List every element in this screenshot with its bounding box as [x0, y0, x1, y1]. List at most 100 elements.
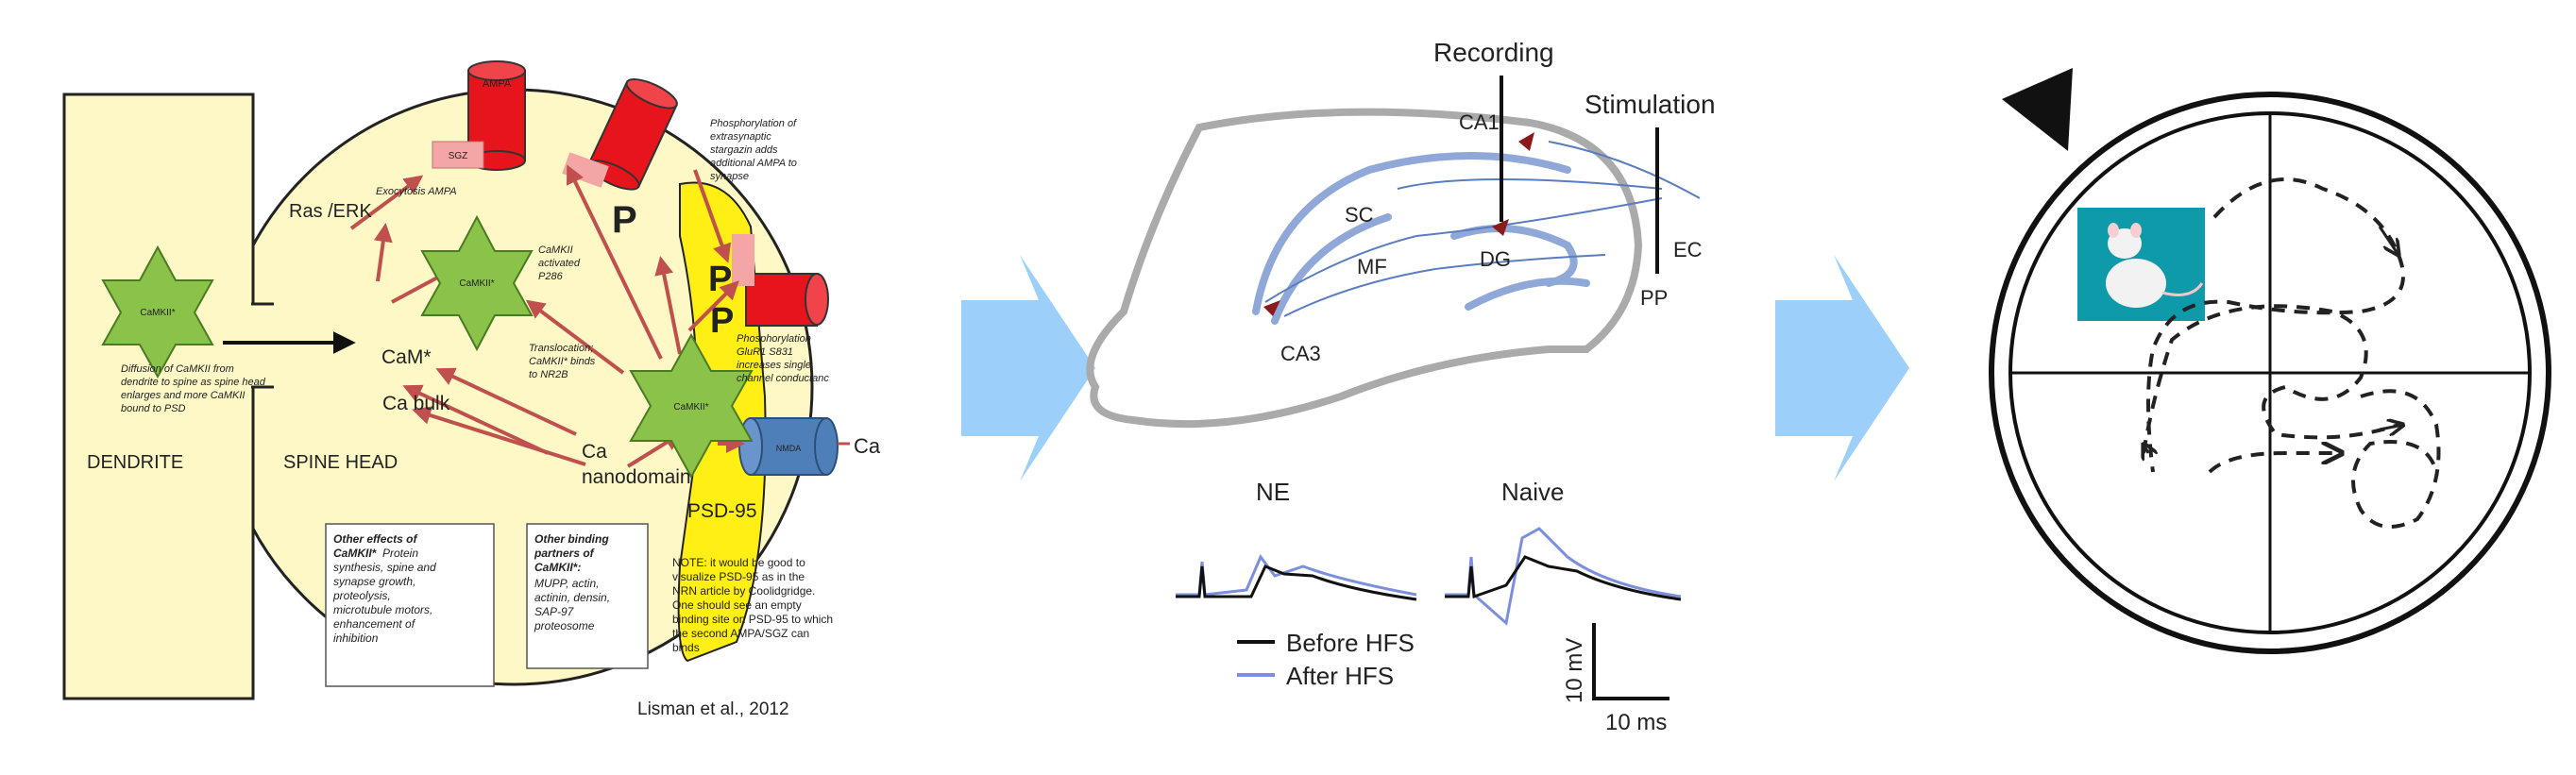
flow-arrow-2	[1775, 255, 1909, 481]
note-text: NOTE: it would be good to visualize PSD-…	[672, 556, 833, 654]
svg-text:Other effects of: Other effects of	[333, 532, 417, 546]
svg-text:Other binding: Other binding	[534, 532, 609, 546]
camkii-activated-caption: CaMKII activated P286	[538, 244, 581, 282]
panel-water-maze	[1989, 68, 2551, 654]
svg-text:inhibition: inhibition	[333, 632, 379, 645]
svg-text:bound to PSD: bound to PSD	[121, 403, 186, 414]
svg-text:enlarges and more CaMKII: enlarges and more CaMKII	[121, 390, 245, 401]
hippocampus-layers	[1252, 152, 1590, 325]
start-marker-triangle	[2002, 68, 2073, 151]
ras-erk-label: Ras /ERK	[289, 201, 372, 222]
svg-text:P286: P286	[538, 271, 564, 282]
sgz-tilted	[562, 152, 609, 188]
citation: Lisman et al., 2012	[637, 699, 789, 719]
rat-image	[2077, 208, 2205, 321]
svg-text:synthesis, spine and: synthesis, spine and	[333, 561, 436, 574]
ec-label: EC	[1673, 238, 1703, 261]
scale-mv-label: 10 mV	[1562, 638, 1587, 703]
svg-text:additional AMPA to: additional AMPA to	[710, 158, 797, 169]
recording-label: Recording	[1433, 38, 1554, 67]
flow-arrow-1	[961, 255, 1095, 481]
swim-path-3	[2351, 389, 2441, 529]
svg-text:Phosphorylation of: Phosphorylation of	[710, 118, 797, 129]
svg-text:CaMKII*:: CaMKII*:	[534, 561, 581, 574]
other-binding-box: Other binding partners of CaMKII*: MUPP,…	[526, 523, 649, 669]
svg-text:Translocation;: Translocation;	[529, 343, 593, 354]
camkii-star-label-1: CaMKII*	[140, 308, 175, 318]
ca-bulk-label: Ca bulk	[382, 393, 450, 414]
ca-external: Ca	[854, 434, 881, 458]
mf-label: MF	[1357, 255, 1387, 278]
psd-95-label: PSD-95	[687, 500, 757, 522]
ne-traces	[1176, 554, 1417, 601]
camkii-star-psd	[629, 332, 754, 480]
ampa-label: AMPA	[483, 78, 512, 90]
svg-text:CaMKII*: CaMKII*	[333, 547, 378, 560]
camkii-star-spine	[420, 214, 534, 352]
dg-neuron	[1492, 219, 1509, 236]
nmda-receptor: NMDA	[738, 417, 839, 476]
ca1-neuron	[1518, 132, 1534, 151]
svg-text:activated: activated	[538, 258, 581, 269]
sgz-label: SGZ	[449, 151, 468, 161]
dg-label: DG	[1480, 247, 1511, 271]
svg-text:binds: binds	[672, 641, 700, 654]
nmda-label: NMDA	[776, 444, 802, 453]
camkii-star-dendrite	[101, 244, 214, 379]
svg-text:Protein: Protein	[382, 547, 418, 560]
spine-head-label: SPINE HEAD	[283, 452, 398, 473]
svg-text:NRN article by Coolidgridge.: NRN article by Coolidgridge.	[672, 584, 815, 598]
ca1-label: CA1	[1459, 110, 1500, 134]
svg-text:Diffusion of CaMKII from: Diffusion of CaMKII from	[121, 363, 234, 375]
other-effects-box: Other effects of CaMKII* Protein synthes…	[325, 523, 495, 687]
svg-text:MUPP, actin,: MUPP, actin,	[534, 577, 599, 590]
sgz-top	[432, 141, 484, 169]
ca3-neuron	[1263, 300, 1280, 316]
diffusion-caption: Diffusion of CaMKII from dendrite to spi…	[121, 363, 266, 414]
dendrite-shape	[62, 93, 255, 700]
svg-text:microtubule motors,: microtubule motors,	[333, 603, 432, 616]
swim-path	[2146, 177, 2405, 473]
svg-text:enhancement of: enhancement of	[333, 617, 416, 631]
swim-path-4	[2208, 453, 2342, 474]
glur1-caption: Phosphorylation GluR1 S831 increases sin…	[737, 333, 829, 384]
svg-text:binding site on PSD-95 to whic: binding site on PSD-95 to which	[672, 613, 833, 626]
svg-text:extrasynaptic: extrasynaptic	[710, 131, 771, 143]
naive-label: Naive	[1501, 478, 1564, 506]
svg-text:Phosphorylation: Phosphorylation	[737, 333, 811, 345]
svg-text:proteolysis,: proteolysis,	[332, 589, 391, 602]
maze-outer-ring	[1989, 92, 2551, 654]
scale-ms-label: 10 ms	[1605, 710, 1667, 735]
camkii-star-label-3: CaMKII*	[673, 402, 708, 413]
svg-text:synapse: synapse	[710, 171, 749, 182]
swim-path-2	[2142, 304, 2399, 454]
svg-text:visualize PSD-95 as in the: visualize PSD-95 as in the	[672, 570, 805, 583]
stimulation-label: Stimulation	[1585, 90, 1716, 119]
svg-text:increases single: increases single	[737, 360, 811, 371]
sc-label: SC	[1345, 203, 1374, 227]
svg-text:stargazin adds: stargazin adds	[710, 144, 778, 156]
ca-nanodomain-label-1: Ca	[582, 441, 607, 463]
panel-hippocampus: Recording Stimulation CA1 SC MF DG EC PP…	[1086, 38, 1716, 735]
stargazin-caption: Phosphorylation of extrasynaptic stargaz…	[710, 118, 797, 182]
svg-text:to NR2B: to NR2B	[529, 369, 568, 380]
naive-traces	[1445, 527, 1682, 626]
svg-text:GluR1 S831: GluR1 S831	[737, 346, 793, 358]
legend-after-label: After HFS	[1286, 662, 1394, 690]
svg-text:the second AMPA/SGZ can: the second AMPA/SGZ can	[672, 627, 809, 640]
svg-text:partners of: partners of	[534, 547, 595, 560]
ca3-label: CA3	[1280, 342, 1321, 365]
scale-bar	[1592, 623, 1669, 700]
svg-text:CaMKII: CaMKII	[538, 244, 573, 256]
dendrite-label: DENDRITE	[87, 452, 183, 473]
phospho-p-1: P	[612, 199, 637, 241]
svg-text:NOTE: it would be good to: NOTE: it would be good to	[672, 556, 805, 569]
legend-before-label: Before HFS	[1286, 629, 1415, 657]
pp-label: PP	[1640, 286, 1668, 310]
svg-text:One should see an empty: One should see an empty	[672, 598, 802, 612]
svg-text:channel conductanc: channel conductanc	[737, 373, 829, 384]
translocation-caption: Translocation; CaMKII* binds to NR2B	[529, 343, 596, 380]
panel-spine-signaling: AMPA SGZ P P P NMDA Ca	[62, 60, 881, 719]
signaling-arrows	[349, 164, 745, 468]
